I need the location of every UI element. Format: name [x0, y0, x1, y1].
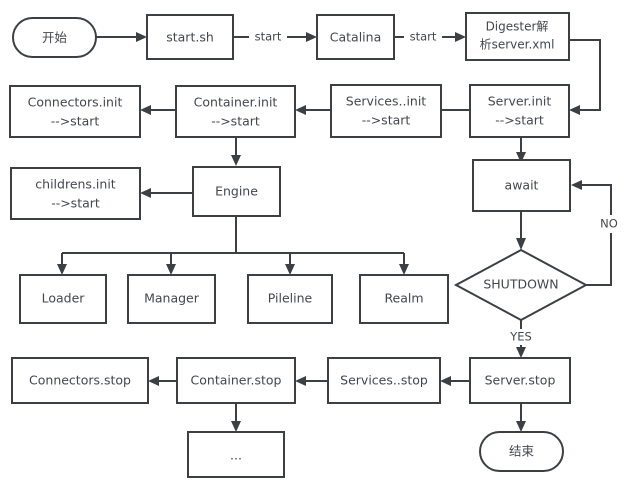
node-container-init[interactable]: Container.init -->start — [175, 85, 296, 138]
edge-start-to-startsh — [96, 32, 147, 42]
node-end[interactable]: 结束 — [479, 431, 564, 472]
node-shutdown-label: SHUTDOWN — [483, 277, 558, 292]
edge-containerinit-to-engine — [231, 137, 241, 166]
edge-digester-to-serverinit — [568, 39, 601, 115]
node-server-init-label-line1: Server.init — [488, 94, 552, 109]
node-container-stop-label: Container.stop — [191, 373, 282, 388]
edge-containerstop-to-connectorsstop — [148, 376, 177, 386]
node-connectors-init-label-line2: -->start — [51, 114, 100, 129]
node-services-stop[interactable]: Services..stop — [327, 357, 441, 404]
node-server-init-label-line2: -->start — [495, 113, 544, 128]
edge-startsh-to-catalina: start — [232, 29, 317, 45]
edge-label-start-1: start — [255, 30, 282, 44]
node-childrens-init[interactable]: childrens.init -->start — [10, 167, 141, 220]
node-loader[interactable]: Loader — [19, 274, 107, 324]
node-digester-label-line1: Digester解 — [486, 20, 549, 34]
node-server-stop[interactable]: Server.stop — [469, 357, 571, 404]
edge-containerinit-to-connectorsinit — [140, 105, 176, 115]
edge-serverinit-to-await — [516, 137, 526, 163]
edge-shutdown-yes-to-serverstop: YES — [504, 320, 538, 358]
node-digester-parse-server-xml[interactable]: Digester解 析server.xml — [465, 12, 570, 61]
node-manager[interactable]: Manager — [127, 274, 216, 324]
edge-await-to-shutdown — [516, 211, 526, 250]
node-start[interactable]: 开始 — [12, 17, 97, 58]
edge-shutdown-no-to-await: NO — [571, 180, 626, 286]
node-realm-label: Realm — [384, 291, 423, 306]
node-pileline[interactable]: Pileline — [247, 274, 333, 324]
node-services-init[interactable]: Services..init -->start — [330, 84, 442, 138]
edge-engine-to-children-bus — [57, 216, 409, 275]
node-start-label: 开始 — [42, 30, 68, 45]
edge-servicesinit-to-containerinit — [295, 105, 331, 115]
edge-catalina-to-digester: start — [393, 29, 466, 45]
node-catalina-label: Catalina — [330, 30, 381, 45]
node-server-stop-label: Server.stop — [485, 373, 556, 388]
node-container-stop[interactable]: Container.stop — [176, 357, 296, 404]
edge-containerstop-to-ellipsis — [231, 403, 241, 432]
node-shutdown-decision[interactable]: SHUTDOWN — [453, 248, 589, 322]
node-ellipsis[interactable]: ... — [187, 431, 285, 478]
node-realm[interactable]: Realm — [359, 274, 449, 324]
node-server-init[interactable]: Server.init -->start — [469, 84, 570, 138]
edge-label-no: NO — [600, 217, 618, 231]
node-connectors-init-label-line1: Connectors.init — [28, 95, 123, 110]
node-childrens-init-label-line1: childrens.init — [35, 177, 116, 192]
node-engine-label: Engine — [215, 184, 258, 199]
edge-servicesstop-to-containerstop — [295, 376, 328, 386]
node-start-sh[interactable]: start.sh — [146, 14, 234, 60]
node-services-stop-label: Services..stop — [340, 373, 428, 388]
edge-serverstop-to-end — [516, 403, 526, 432]
edge-label-start-2: start — [410, 30, 437, 44]
node-await-label: await — [505, 178, 539, 193]
node-await[interactable]: await — [472, 159, 571, 212]
node-ellipsis-label: ... — [230, 448, 242, 463]
node-connectors-stop-label: Connectors.stop — [29, 373, 131, 388]
node-start-sh-label: start.sh — [166, 30, 214, 45]
node-end-label: 结束 — [509, 444, 535, 459]
node-pileline-label: Pileline — [268, 291, 313, 306]
node-manager-label: Manager — [144, 291, 200, 306]
node-loader-label: Loader — [42, 291, 86, 306]
edge-engine-to-childrensinit — [140, 188, 193, 198]
node-container-init-label-line2: -->start — [211, 114, 260, 129]
edge-label-yes: YES — [509, 330, 532, 344]
node-engine[interactable]: Engine — [192, 166, 281, 217]
node-services-init-label-line2: -->start — [362, 113, 411, 128]
node-connectors-init[interactable]: Connectors.init -->start — [9, 85, 141, 138]
edge-serverstop-to-servicesstop — [440, 376, 470, 386]
node-services-init-label-line1: Services..init — [346, 94, 427, 109]
node-container-init-label-line1: Container.init — [194, 95, 278, 110]
node-catalina[interactable]: Catalina — [316, 14, 395, 60]
node-connectors-stop[interactable]: Connectors.stop — [11, 357, 149, 404]
node-childrens-init-label-line2: -->start — [51, 196, 100, 211]
node-digester-label-line2: 析server.xml — [480, 38, 555, 52]
